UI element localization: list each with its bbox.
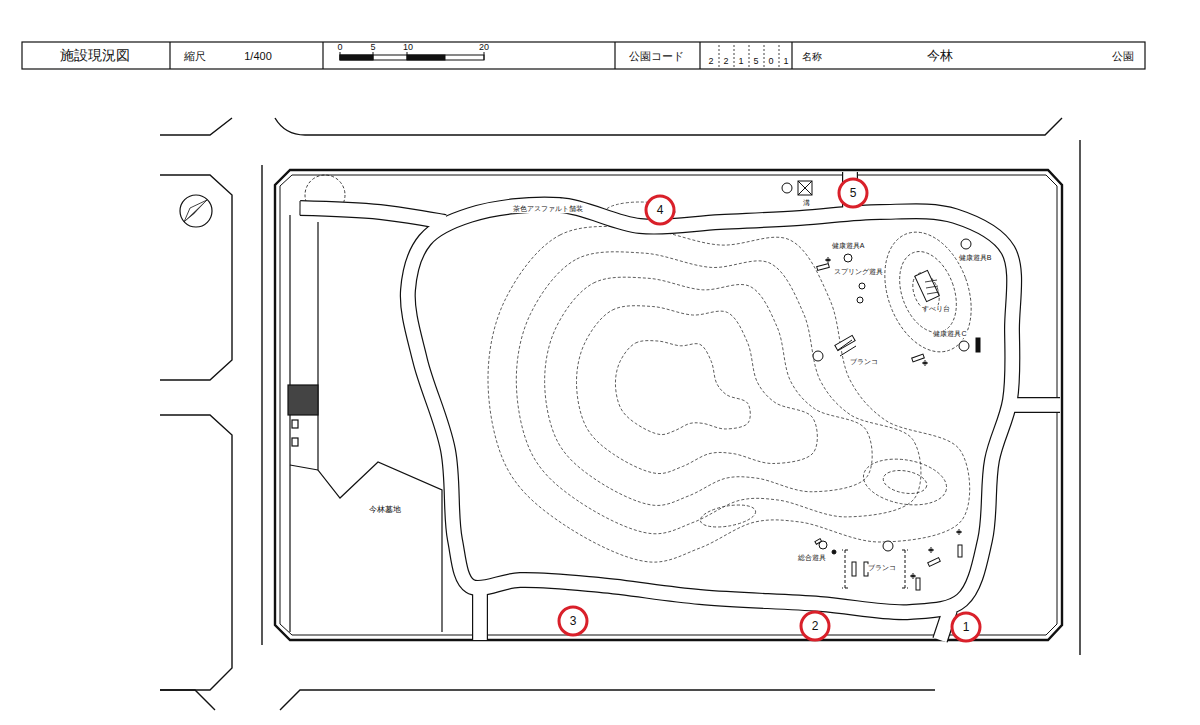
callout-ring [646,196,674,224]
callout-number: 5 [850,186,857,200]
facility-label: 溝 [802,199,811,207]
scale-tick: 20 [479,43,489,53]
contour-line [576,306,817,474]
callout-ring [839,179,867,207]
north-arrow [180,195,212,227]
path-entrance [300,208,445,222]
callout-number: 1 [963,620,970,634]
callout-circle: 5 [837,177,869,209]
callout-ring [952,613,980,641]
cemetery-label: 今林墓地 [368,506,402,515]
scale-tick: 0 [337,43,342,53]
park-name: 今林 [927,48,953,62]
code-digit: 5 [753,57,758,67]
scale-bar [340,52,484,60]
facility-label: ブランコ [867,564,897,572]
path-entrance [1008,398,1060,412]
contour-line [615,341,750,435]
contour-line [488,226,970,562]
park-boundary [275,170,1062,640]
callout-number: 2 [812,619,819,633]
contour-line [516,252,921,534]
callout-circle: 3 [557,605,589,637]
contour-line [545,277,873,505]
contour-line [881,467,928,496]
asphalt-path [408,204,1014,612]
path-entrance [940,610,950,640]
code-digit: 1 [738,57,743,67]
street-lines [160,118,1080,710]
asphalt-path [408,204,1014,612]
code-digit: 2 [723,57,728,67]
pavement-label: 茶色アスファルト舗装 [512,205,584,213]
scale-tick: 5 [370,43,375,53]
asphalt-path [300,172,1060,640]
facility-label: 総合遊具 [797,554,827,562]
header-cell: 公園コード [629,49,684,61]
path-end [300,201,301,215]
path-entrance [300,208,445,222]
contour-line [699,501,758,530]
contour-line [860,453,950,511]
code-digit: 2 [708,57,713,67]
scale-tick: 10 [403,43,413,53]
tree-marks [825,257,962,579]
playground-symbols [782,181,980,590]
path-entrance [472,588,488,640]
header-cell: 名称 [802,50,822,61]
callout-circle: 4 [644,194,676,226]
contour-line [889,244,967,341]
facility-label: 健康遊具B [958,254,993,262]
callout-circle: 2 [799,610,831,642]
callout-number: 4 [657,203,664,217]
scale-value: 1/400 [244,49,272,61]
facility-label: 健康遊具A [831,242,866,250]
path-entrance [940,610,950,640]
facility-label: 健康遊具C [932,330,967,338]
facility-label: ブランコ [849,358,879,366]
path-entrance [1008,397,1060,413]
header-cell: 公園 [1112,49,1134,61]
header-table [22,42,1145,69]
callout-number: 3 [570,614,577,628]
contour-lines [488,202,987,562]
code-digit: 1 [783,57,788,67]
header-cell: 縮尺 [184,49,206,61]
callout-ring [801,612,829,640]
facility-label: スプリング遊具 [833,268,884,276]
callout-ring [559,607,587,635]
sheet-title: 施設現況図 [60,48,130,63]
facility-label: すべり台 [921,305,951,313]
callout-circle: 1 [950,611,982,643]
contour-line [869,220,987,364]
path-entrance [473,588,487,640]
code-digit: 0 [768,57,773,67]
